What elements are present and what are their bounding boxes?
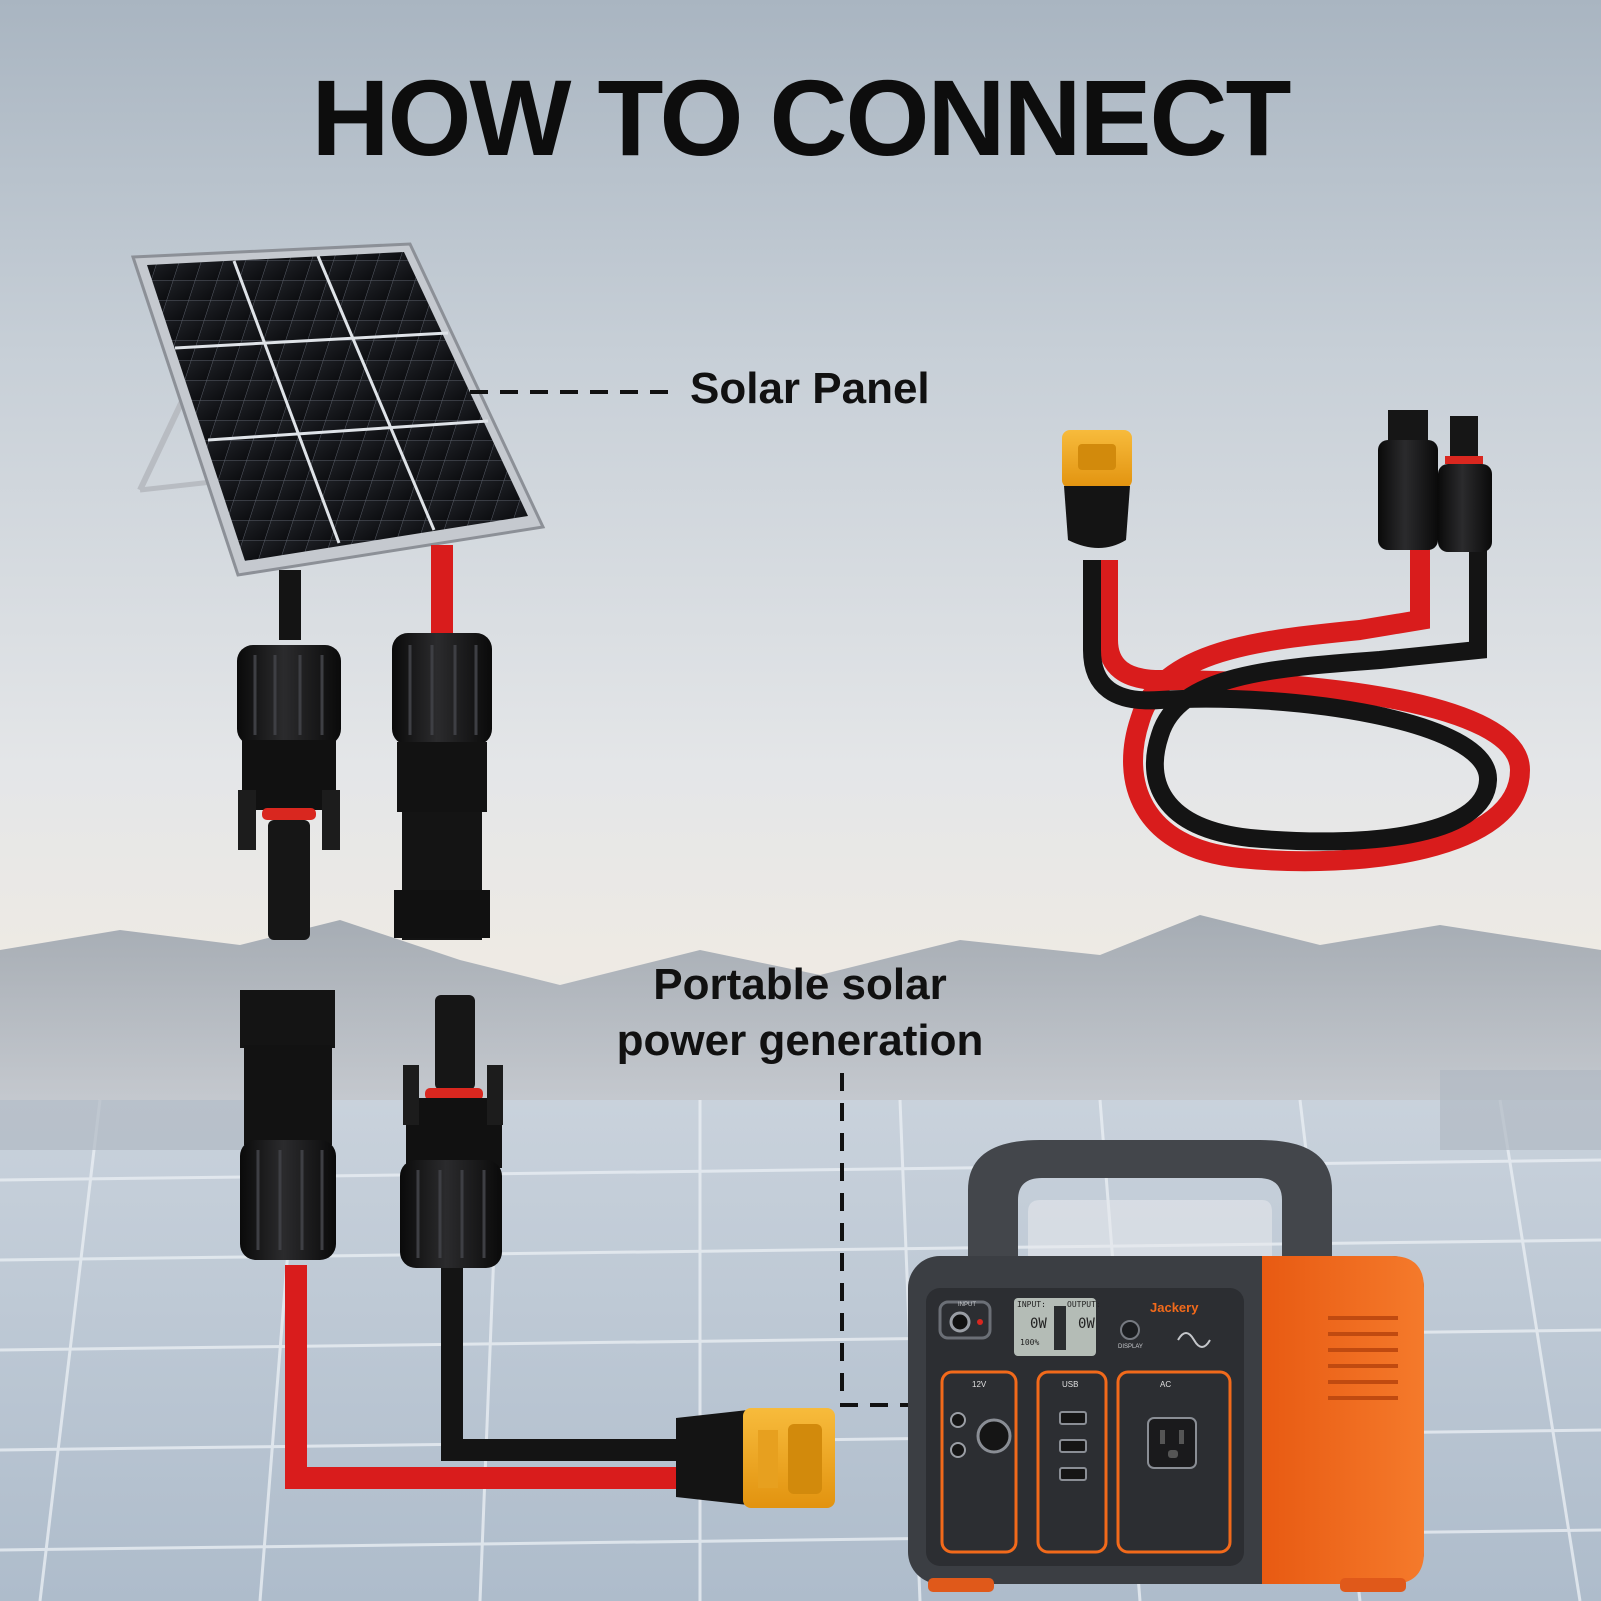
generation-label: Portable solar power generation bbox=[560, 957, 1040, 1069]
lcd-input-label: INPUT: bbox=[1017, 1300, 1046, 1309]
adapter-mc4-female bbox=[1438, 416, 1492, 552]
lcd-battery-percent: 100% bbox=[1020, 1338, 1040, 1347]
solar-panel-label: Solar Panel bbox=[690, 364, 930, 413]
power-station bbox=[908, 1140, 1424, 1592]
lcd-output-label: OUTPUT: bbox=[1067, 1300, 1101, 1309]
lcd-output-value: 0W bbox=[1078, 1316, 1095, 1332]
mountain-range bbox=[0, 915, 1601, 1100]
page-title: HOW TO CONNECT bbox=[311, 57, 1292, 178]
mc4-connector-male-lower bbox=[240, 990, 336, 1260]
adapter-cable-coiled bbox=[1083, 545, 1531, 872]
adapter-mc4-male bbox=[1378, 410, 1438, 550]
solar-panel bbox=[130, 242, 546, 577]
generation-leader-line bbox=[840, 1073, 938, 1407]
display-button-label: DISPLAY bbox=[1118, 1344, 1143, 1350]
lcd-input-value: 0W bbox=[1030, 1316, 1047, 1332]
port-usb-label: USB bbox=[1062, 1380, 1079, 1389]
device-brand-logo: Jackery bbox=[1150, 1300, 1199, 1315]
port-ac-label: AC bbox=[1160, 1380, 1172, 1389]
generation-label-line2: power generation bbox=[616, 1016, 984, 1065]
cable-red-lower bbox=[285, 1265, 690, 1489]
mc4-connector-female-lower bbox=[400, 995, 503, 1268]
adapter-xt60-connector bbox=[1062, 430, 1132, 548]
xt60-connector bbox=[676, 1408, 835, 1508]
input-port-label: INPUT bbox=[958, 1302, 976, 1308]
generation-label-line1: Portable solar bbox=[653, 960, 947, 1009]
mc4-connector-female-upper bbox=[237, 645, 341, 940]
cable-black-lower bbox=[441, 1268, 690, 1461]
mc4-connector-male-upper bbox=[392, 633, 492, 940]
port-12v-label: 12V bbox=[972, 1380, 987, 1389]
